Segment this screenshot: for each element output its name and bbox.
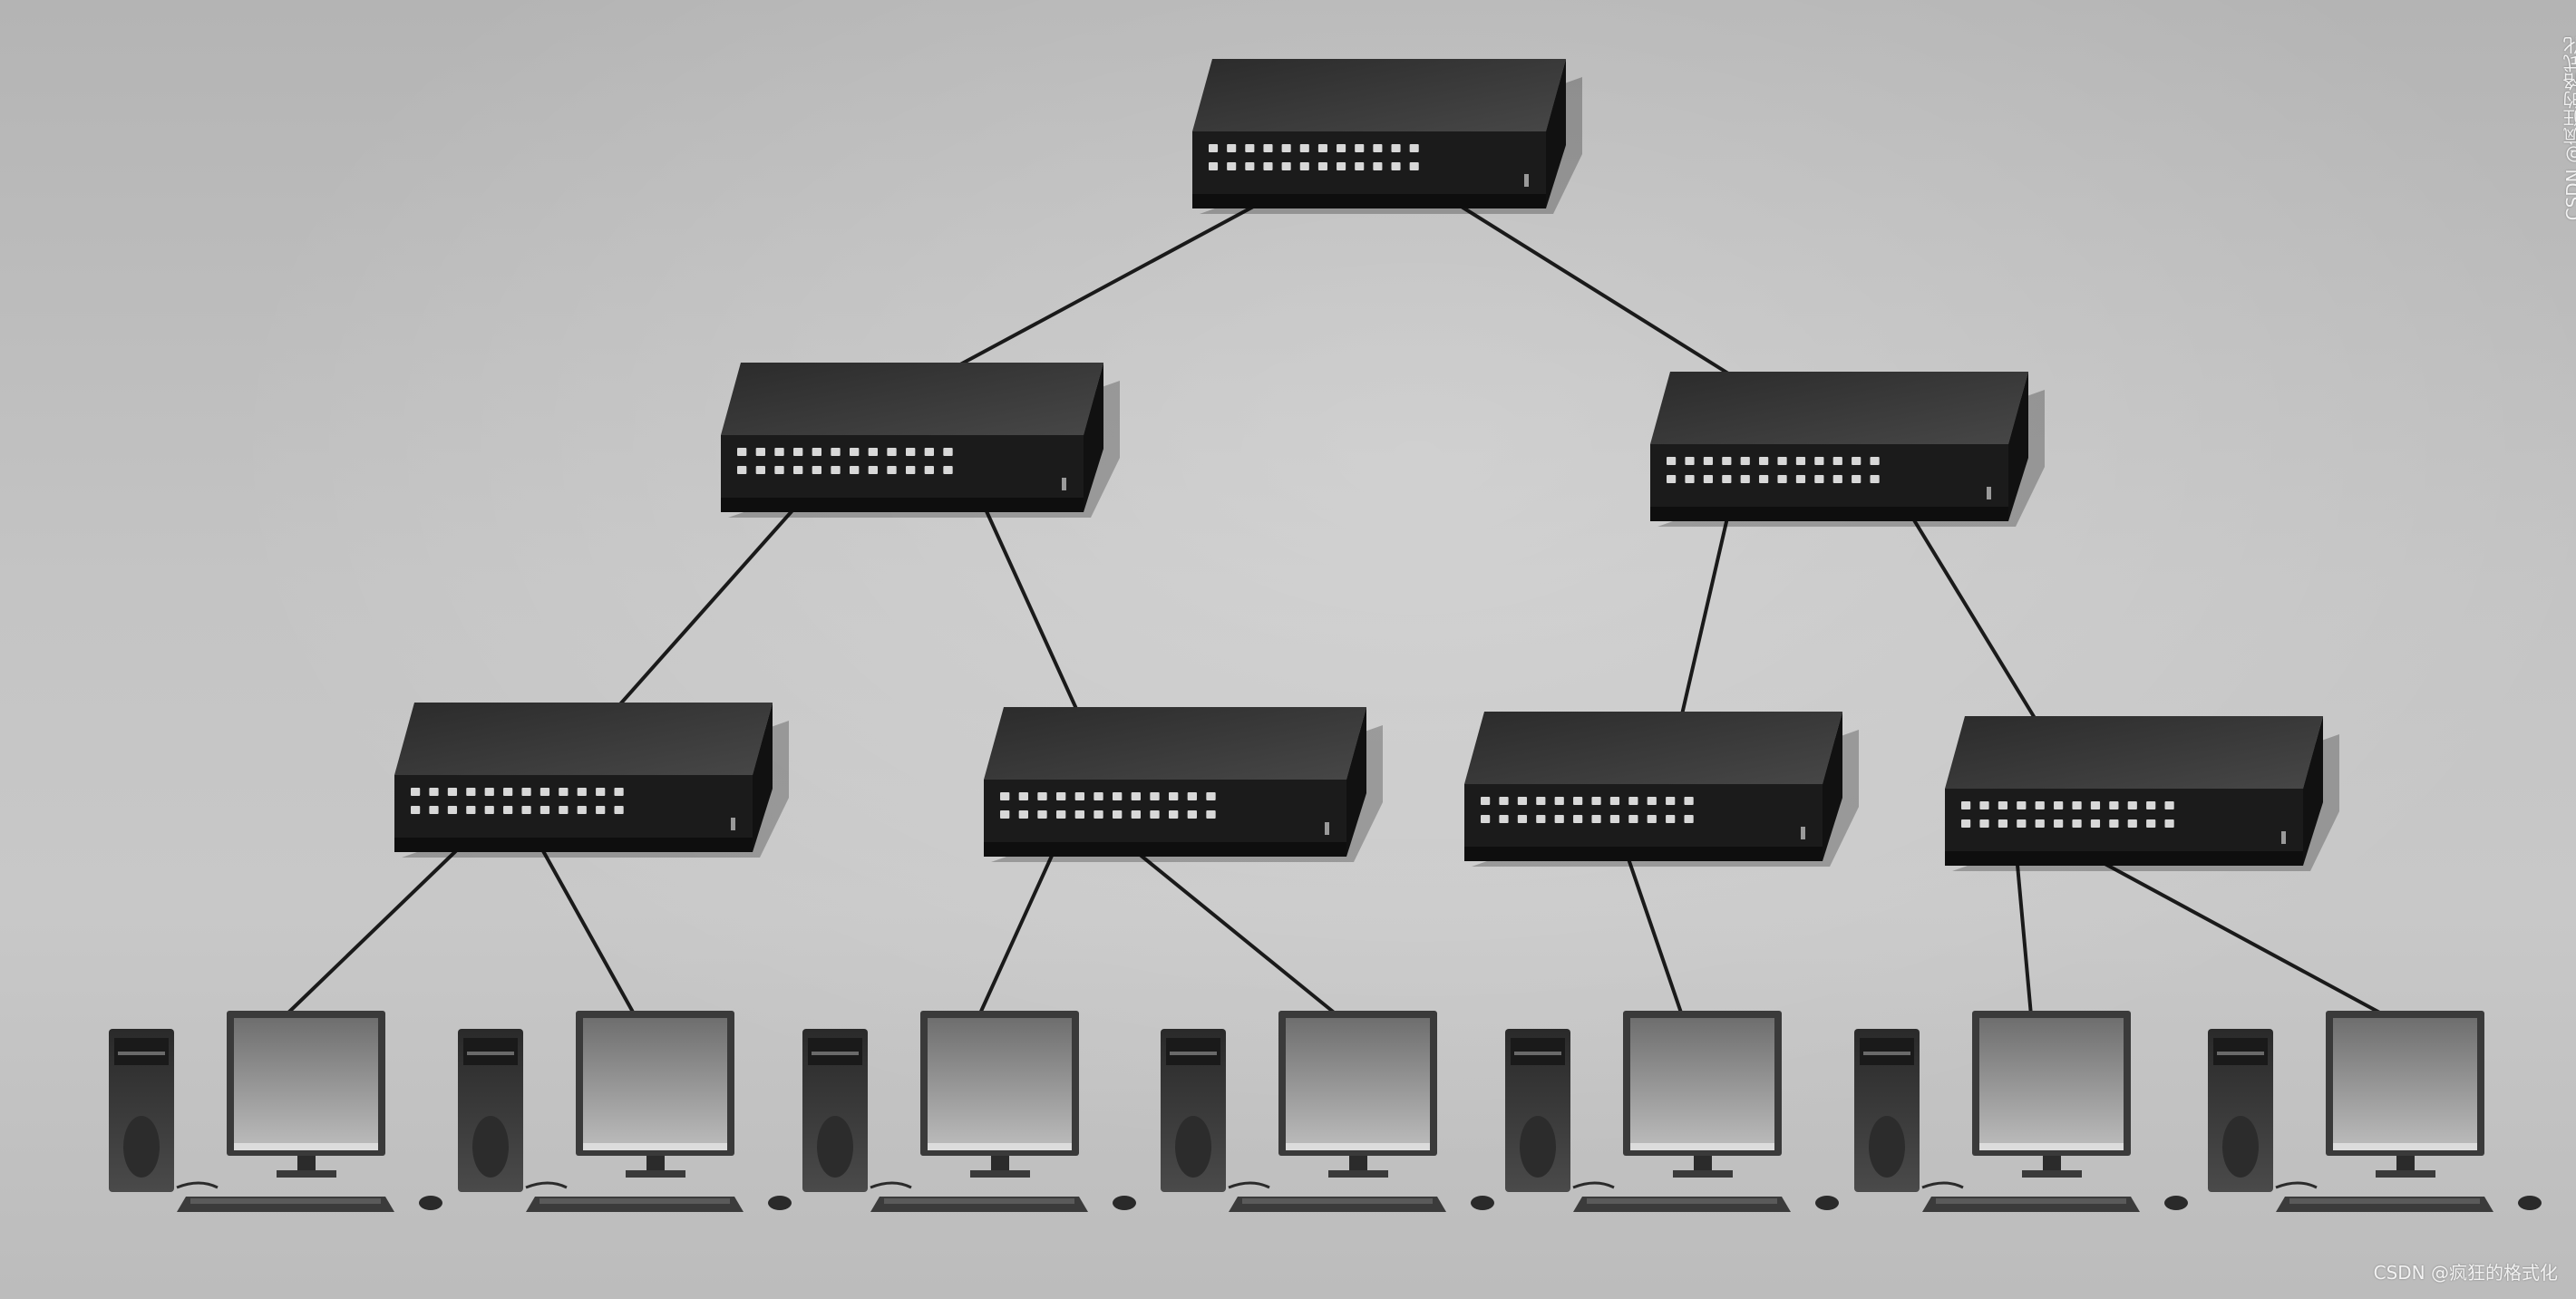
- link-access-1-pc-1: [284, 839, 468, 1017]
- link-access-2-pc-3: [977, 845, 1058, 1016]
- switch-agg-left: [721, 363, 1120, 518]
- link-layer: [284, 196, 2386, 1017]
- link-access-1-pc-2: [536, 840, 637, 1016]
- computer-pc-5: [1505, 1011, 1839, 1212]
- computer-pc-4: [1161, 1011, 1494, 1212]
- link-access-2-pc-4: [1127, 844, 1339, 1017]
- link-access-4-pc-7: [2087, 853, 2386, 1017]
- switch-access-4: [1945, 716, 2339, 871]
- watermark-side: CSDN @疯狂的格式化: [2562, 36, 2576, 221]
- switch-root: [1192, 59, 1582, 214]
- switch-agg-right: [1650, 372, 2045, 527]
- link-access-4-pc-6: [2015, 854, 2033, 1016]
- watermark-bottom: CSDN @疯狂的格式化: [2373, 1262, 2558, 1284]
- link-root-agg-right: [1445, 196, 1748, 387]
- switch-access-1: [394, 703, 789, 858]
- link-agg-right-access-4: [1906, 509, 2044, 732]
- link-agg-left-access-2: [980, 500, 1084, 722]
- switch-layer: [394, 59, 2339, 871]
- computer-pc-3: [802, 1011, 1136, 1212]
- computer-pc-1: [109, 1011, 442, 1212]
- link-access-3-pc-5: [1623, 849, 1684, 1016]
- link-agg-right-access-3: [1677, 509, 1731, 726]
- computer-pc-2: [458, 1011, 792, 1212]
- link-root-agg-left: [938, 196, 1271, 378]
- computer-layer: [109, 1011, 2542, 1212]
- computer-pc-7: [2208, 1011, 2542, 1212]
- switch-access-3: [1464, 712, 1859, 867]
- computer-pc-6: [1854, 1011, 2188, 1212]
- link-agg-left-access-1: [608, 499, 802, 718]
- switch-access-2: [984, 707, 1383, 862]
